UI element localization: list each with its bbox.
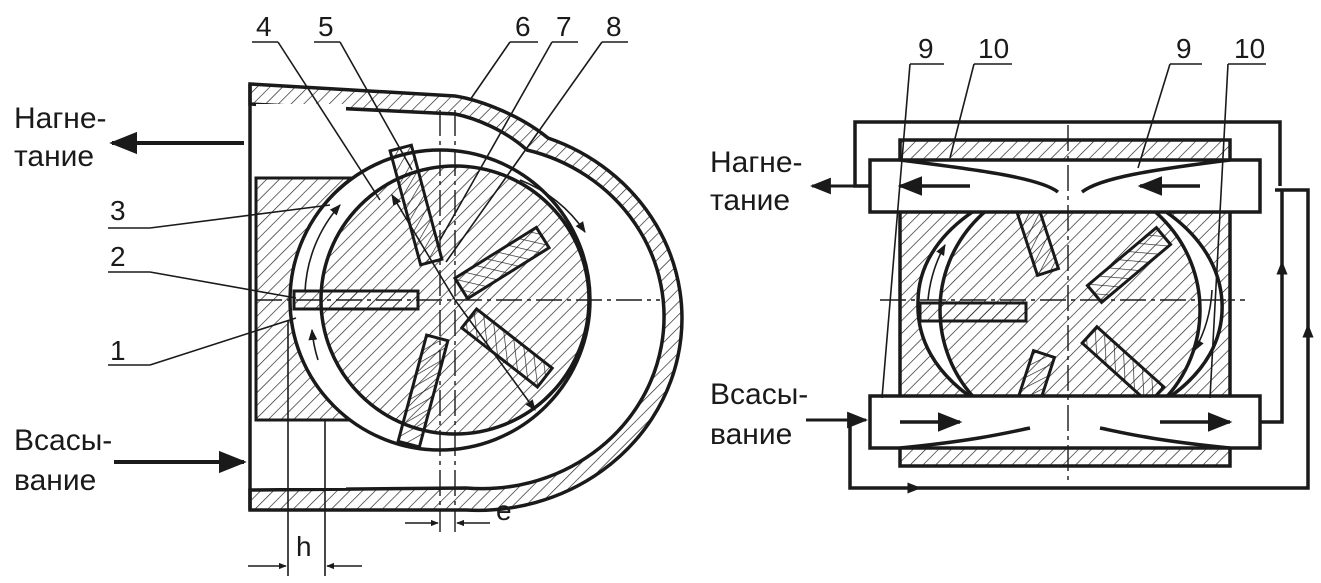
vane bbox=[1085, 225, 1173, 305]
callout-3: 3 bbox=[110, 195, 126, 226]
callout-7: 7 bbox=[556, 11, 572, 42]
stator-housing bbox=[248, 82, 684, 513]
cam-lobe bbox=[899, 426, 1031, 450]
callout-5: 5 bbox=[318, 11, 334, 42]
rotation-arrow-icon bbox=[391, 194, 456, 301]
suction-pipe bbox=[848, 188, 1310, 490]
callout-10: 10 bbox=[1234, 33, 1265, 64]
vanes bbox=[918, 186, 1173, 440]
vane bbox=[396, 333, 450, 449]
cam-lobe bbox=[899, 158, 1060, 194]
outlet-label-line2: тание bbox=[14, 140, 94, 173]
outlet-label-line2: тание bbox=[710, 184, 790, 217]
callout-1: 1 bbox=[110, 335, 126, 366]
outlet-port bbox=[256, 104, 346, 176]
rotation-arrow-icon bbox=[304, 204, 341, 293]
vane bbox=[918, 301, 1028, 323]
single-acting-pump: Нагне- тание Всасы- вание 1 2 3 4 5 6 7 … bbox=[14, 11, 684, 576]
outlet-label-line1: Нагне- bbox=[14, 102, 107, 135]
callout-9: 9 bbox=[918, 33, 934, 64]
cam-lobe bbox=[1080, 158, 1231, 194]
callout-2: 2 bbox=[110, 241, 126, 272]
inlet-label-line2: вание bbox=[14, 464, 96, 497]
double-acting-pump: Нагне- тание Всасы- вание 9 10 9 10 bbox=[710, 33, 1314, 494]
dimension-e-label: e bbox=[496, 495, 512, 526]
inlet-label-line1: Всасы- bbox=[14, 424, 112, 457]
callouts: 9 10 9 10 bbox=[881, 33, 1266, 399]
rotation-arrow-icon bbox=[1194, 289, 1213, 351]
inlet-label-line2: вание bbox=[710, 418, 792, 451]
rotation-arrow-icon bbox=[308, 328, 319, 361]
rotation-arrow-icon bbox=[519, 179, 586, 233]
cam-lobe bbox=[1099, 426, 1231, 450]
vanes bbox=[292, 143, 555, 449]
callout-8: 8 bbox=[606, 11, 622, 42]
outlet-label-line1: Нагне- bbox=[710, 146, 803, 179]
suction-pipe bbox=[1260, 190, 1284, 424]
vane bbox=[452, 225, 552, 301]
inlet-port bbox=[256, 422, 346, 488]
callouts: 1 2 3 4 5 6 7 8 bbox=[108, 11, 628, 366]
rotation-arrow-icon bbox=[454, 299, 536, 411]
callout-6: 6 bbox=[515, 11, 531, 42]
discharge-pipe bbox=[853, 120, 1282, 188]
callout-4: 4 bbox=[256, 11, 272, 42]
callout-9: 9 bbox=[1176, 33, 1192, 64]
dimension-h-label: h bbox=[296, 531, 312, 562]
callout-10: 10 bbox=[978, 33, 1009, 64]
rotation-arrow-icon bbox=[927, 244, 946, 301]
inlet-label-line1: Всасы- bbox=[710, 378, 808, 411]
